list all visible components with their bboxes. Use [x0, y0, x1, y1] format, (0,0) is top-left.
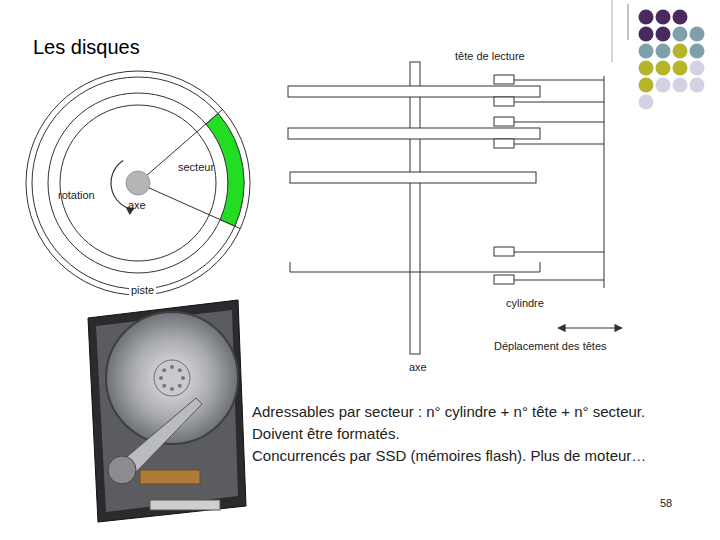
- head-arm: [514, 122, 604, 123]
- hub-screw: [162, 368, 166, 372]
- hub-screw: [170, 365, 174, 369]
- rotation-arrow: [111, 160, 126, 207]
- pivot-photo: [108, 456, 136, 484]
- move-label: Déplacement des têtes: [494, 340, 607, 353]
- track-circle: [26, 71, 250, 295]
- slide-title: Les disques: [33, 36, 140, 59]
- decor-dot: [673, 78, 688, 93]
- decor-dot: [673, 27, 688, 42]
- decor-dot: [639, 61, 654, 76]
- platter-side: [290, 172, 536, 183]
- hub-screw: [181, 376, 185, 380]
- decor-dot: [639, 78, 654, 93]
- note-text: Adressables par secteur : n° cylindre + …: [252, 403, 645, 420]
- read-head: [494, 275, 514, 284]
- page-number: 58: [660, 497, 672, 510]
- read-head: [494, 97, 514, 106]
- read-head: [494, 247, 514, 256]
- decor-dot: [639, 10, 654, 25]
- drive-case: [88, 300, 246, 522]
- hub-screw: [178, 368, 182, 372]
- decor-dot: [690, 27, 705, 42]
- note-text: Concurrencés par SSD (mémoires flash). P…: [252, 447, 646, 464]
- platter-side: [288, 86, 540, 97]
- head-label: tête de lecture: [455, 50, 525, 63]
- move-arrow: [558, 327, 622, 328]
- decor-dot: [673, 44, 688, 59]
- sector-label: secteur: [178, 161, 214, 174]
- decor-dot: [656, 10, 671, 25]
- connector-photo: [150, 500, 220, 510]
- hub-screw: [159, 376, 163, 380]
- hub-screw: [170, 387, 174, 391]
- sector-line: [138, 110, 223, 183]
- read-head: [494, 117, 514, 126]
- decor-dot: [690, 78, 705, 93]
- head-arm: [514, 102, 604, 103]
- drive-base: [96, 310, 238, 512]
- track-circle: [32, 77, 244, 289]
- flex-cable: [140, 470, 200, 484]
- read-head: [494, 75, 514, 84]
- read-head: [494, 139, 514, 148]
- decor-dot: [639, 95, 654, 110]
- track-circle: [48, 93, 228, 273]
- decor-dot: [673, 61, 688, 76]
- axis-label: axe: [128, 199, 146, 212]
- head-arm: [514, 252, 604, 253]
- platter-side: [290, 262, 540, 272]
- platter-side: [288, 128, 540, 139]
- decor-dot: [656, 78, 671, 93]
- head-arm: [514, 80, 604, 81]
- decor-dot: [656, 61, 671, 76]
- divider-line: [612, 0, 613, 62]
- note-text: Doivent être formatés.: [252, 425, 400, 442]
- hub-screw: [178, 384, 182, 388]
- hub-screw: [162, 384, 166, 388]
- track-circle: [60, 105, 216, 261]
- decor-dot: [673, 10, 688, 25]
- decor-dot: [639, 44, 654, 59]
- sector-line: [138, 183, 240, 229]
- divider-line: [628, 4, 629, 40]
- spindle-hub: [126, 171, 150, 195]
- decor-dot: [656, 44, 671, 59]
- hub-photo: [154, 360, 190, 396]
- axis-label: axe: [409, 361, 427, 374]
- head-arm: [514, 144, 604, 145]
- decor-dot: [690, 61, 705, 76]
- decor-dot: [690, 44, 705, 59]
- head-arm: [514, 280, 604, 281]
- track-label: piste: [129, 284, 156, 297]
- decor-dot: [639, 27, 654, 42]
- spindle-axis: [410, 62, 420, 354]
- cylinder-label: cylindre: [506, 297, 544, 310]
- decor-dot: [656, 27, 671, 42]
- actuator-line: [604, 76, 605, 288]
- rotation-label: rotation: [58, 189, 95, 202]
